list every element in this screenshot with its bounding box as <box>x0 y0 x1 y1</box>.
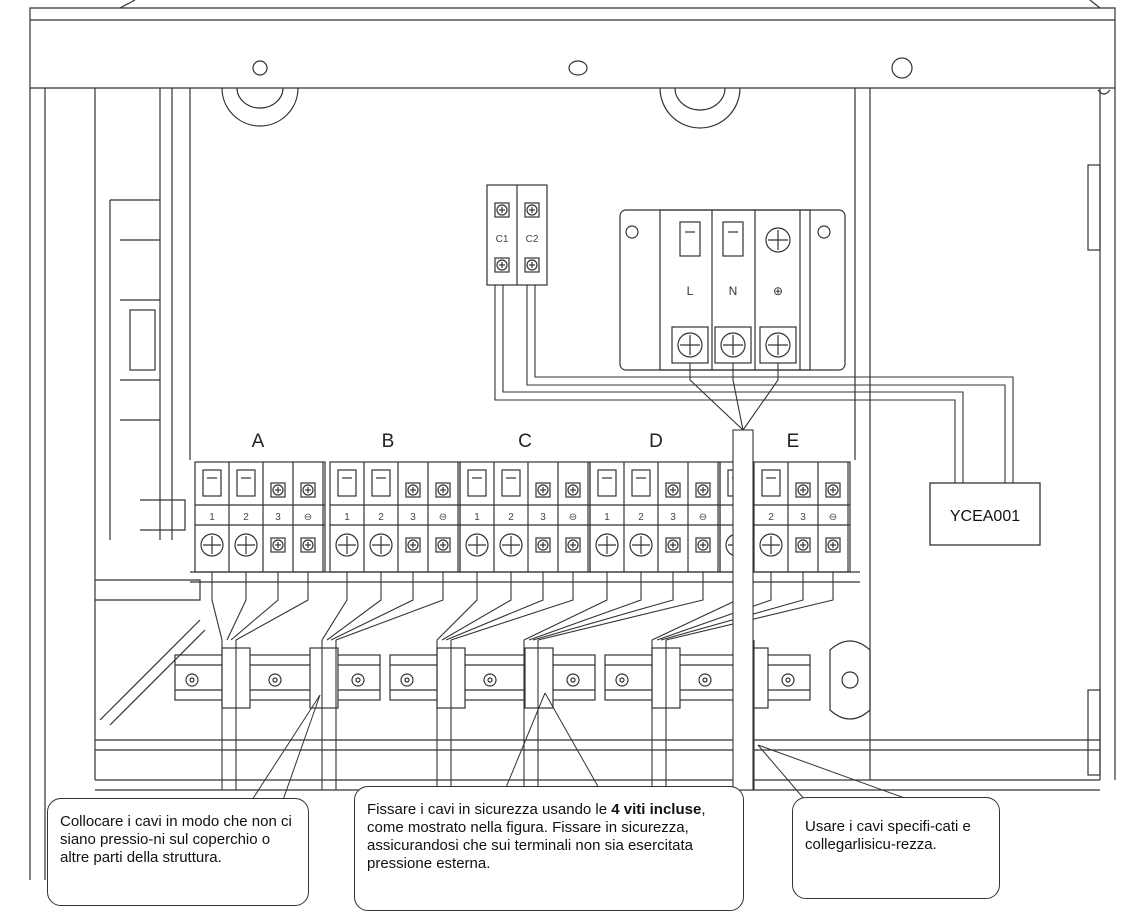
power-terminal-block: L N ⊕ <box>619 209 846 371</box>
pin-label: ⊖ <box>569 512 577 523</box>
terminal-letter-e: E <box>787 431 800 452</box>
clamp-bar <box>604 647 811 709</box>
pin-label: 3 <box>410 512 416 523</box>
terminal-letter-a: A <box>252 431 265 452</box>
terminal-group-c: 1 2 3 ⊖ C <box>459 431 591 573</box>
cable-clamps <box>174 647 811 709</box>
terminal-letter-d: D <box>649 431 663 452</box>
power-pin-label: ⊕ <box>773 284 783 298</box>
pin-label: 2 <box>243 512 249 523</box>
terminal-letter-c: C <box>518 431 532 452</box>
wires <box>211 285 1014 791</box>
callout-cable-placement: Collocare i cavi in modo che non ci sian… <box>47 798 309 906</box>
callout-secure-screws: Fissare i cavi in sicurezza usando le 4 … <box>354 786 744 911</box>
pin-label: 1 <box>604 512 610 523</box>
pin-label: 1 <box>344 512 350 523</box>
callout-mid-pre: Fissare i cavi in sicurezza usando le <box>367 801 612 818</box>
pin-label: ⊖ <box>829 512 837 523</box>
callout-right-text: Usare i cavi specifi-cati e collegarlisi… <box>805 818 971 853</box>
small-pin-label: C2 <box>526 234 539 245</box>
callout-leaders <box>251 692 911 801</box>
pin-label: 3 <box>800 512 806 523</box>
pin-label: 1 <box>209 512 215 523</box>
pin-label: 3 <box>670 512 676 523</box>
terminal-group-a: 1 2 3 ⊖ A <box>194 431 326 573</box>
pin-label: ⊖ <box>304 512 312 523</box>
callout-mid-post: , come mostrato nella figura. Fissare in… <box>367 801 706 872</box>
module-label: YCEA001 <box>950 508 1020 525</box>
pin-label: 3 <box>275 512 281 523</box>
c1-c2-terminal-block: C1 C2 <box>486 184 548 286</box>
pin-label: ⊖ <box>699 512 707 523</box>
pin-label: 2 <box>378 512 384 523</box>
small-pin-label: C1 <box>496 234 509 245</box>
ycea001-module: YCEA001 <box>929 482 1041 546</box>
clamp-bar <box>389 647 596 709</box>
callout-left-text: Collocare i cavi in modo che non ci sian… <box>60 813 292 866</box>
clamp-bar <box>174 647 381 709</box>
power-pin-label: L <box>687 284 694 298</box>
pin-label: 1 <box>474 512 480 523</box>
power-pin-label: N <box>729 284 738 298</box>
pin-label: 2 <box>508 512 514 523</box>
terminal-group-b: 1 2 3 ⊖ B <box>329 431 461 573</box>
terminal-group-d: 1 2 3 ⊖ D <box>589 431 721 573</box>
pin-label: 3 <box>540 512 546 523</box>
callout-specified-cables: Usare i cavi specifi-cati e collegarlisi… <box>792 797 1000 899</box>
terminal-letter-b: B <box>382 431 395 452</box>
pin-label: 2 <box>768 512 774 523</box>
pin-label: 2 <box>638 512 644 523</box>
pin-label: ⊖ <box>439 512 447 523</box>
callout-mid-bold: 4 viti incluse <box>611 801 702 818</box>
